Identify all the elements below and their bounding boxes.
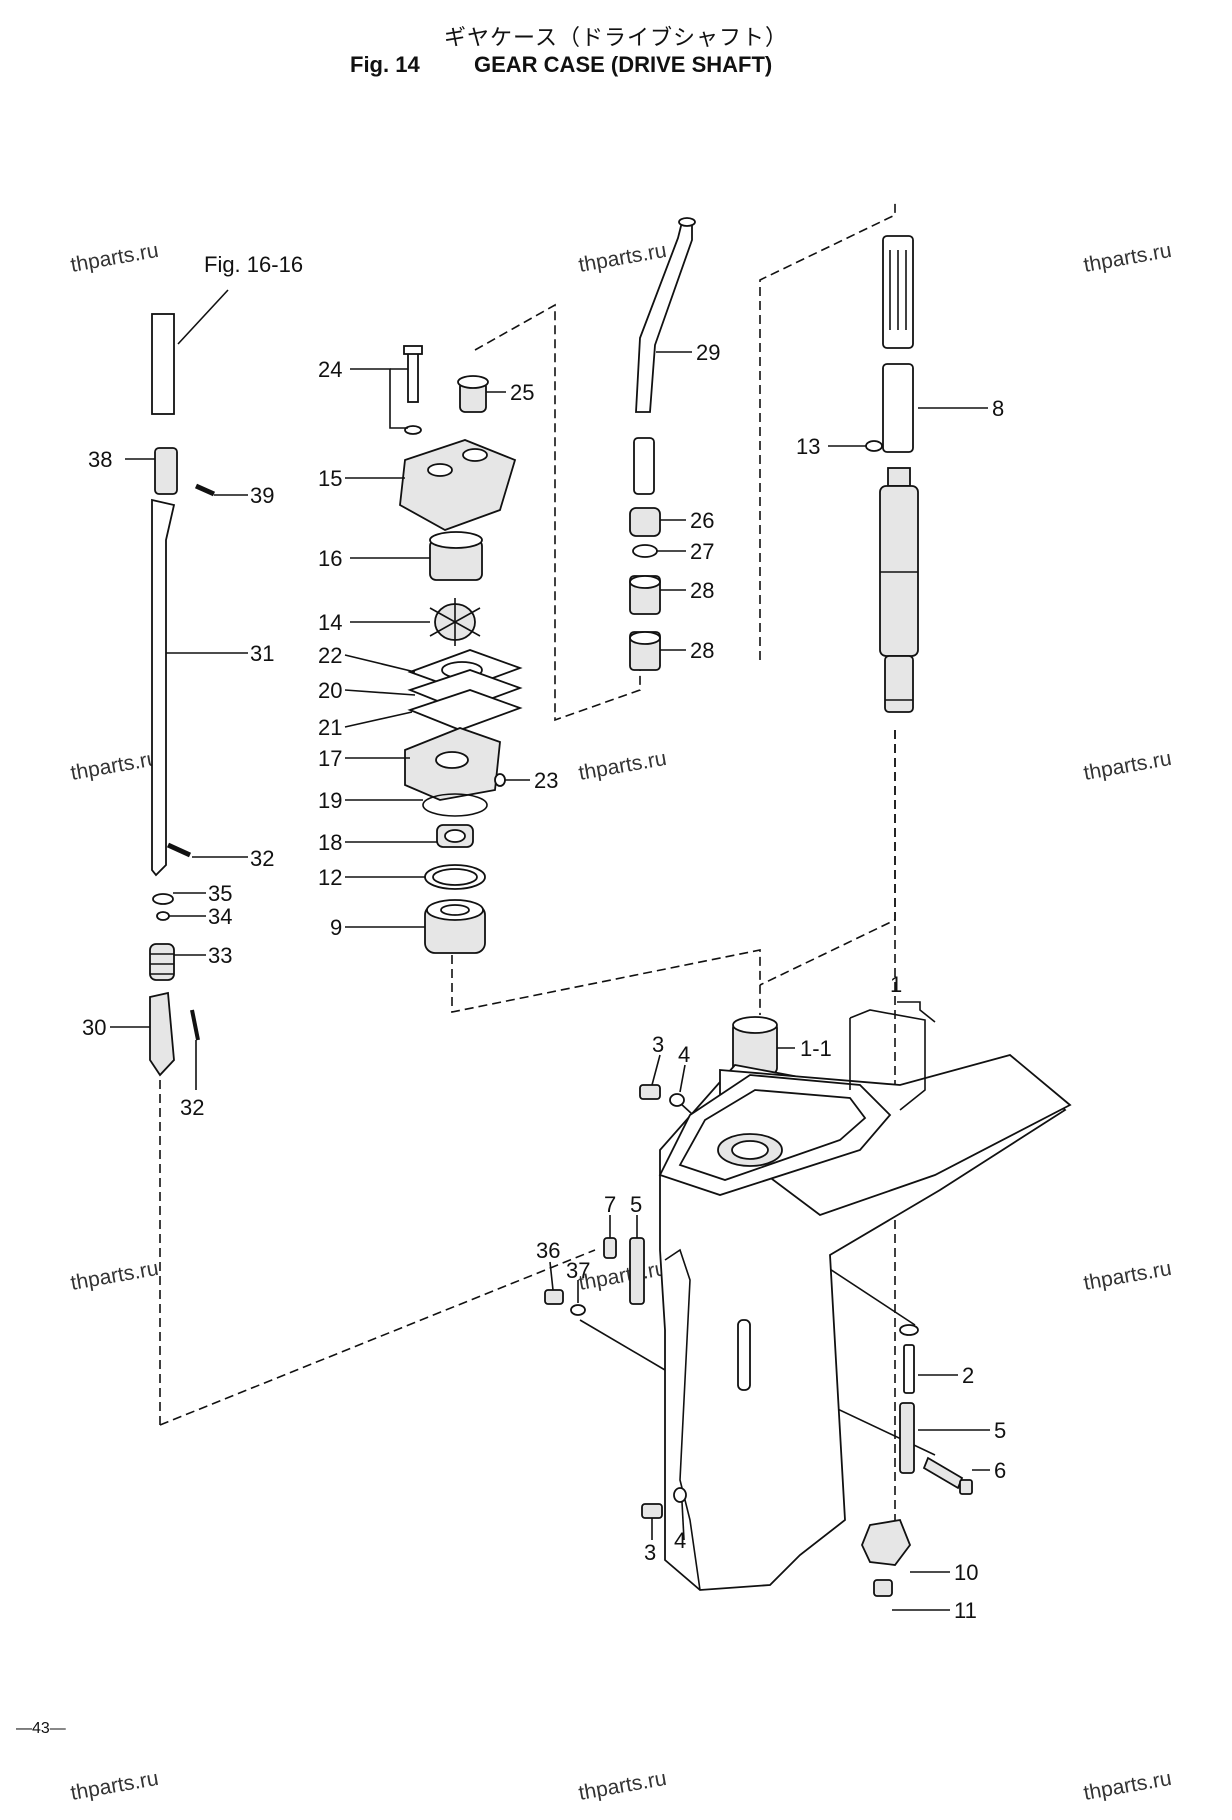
callout-16: 16 bbox=[318, 546, 342, 571]
shift-cam bbox=[149, 991, 175, 1077]
callout-25: 25 bbox=[510, 380, 534, 405]
watermark: thparts.ru bbox=[577, 239, 668, 277]
callout-22: 22 bbox=[318, 643, 342, 668]
shift-rod bbox=[151, 498, 176, 877]
watermark: thparts.ru bbox=[1082, 747, 1173, 785]
watermark: thparts.ru bbox=[577, 1257, 668, 1295]
callout-37: 37 bbox=[566, 1258, 590, 1283]
page-number: —43— bbox=[16, 1720, 66, 1737]
callout-labels: Fig. 16-16 38 39 31 32 35 34 33 30 32 24… bbox=[82, 252, 1006, 1623]
figure-reference: Fig. 16-16 bbox=[204, 252, 303, 277]
callout-5: 5 bbox=[630, 1192, 642, 1217]
callout-32: 32 bbox=[180, 1095, 204, 1120]
drive-shaft-key bbox=[865, 440, 883, 452]
callout-24: 24 bbox=[318, 357, 342, 382]
callout-18: 18 bbox=[318, 830, 342, 855]
callout-7: 7 bbox=[604, 1192, 616, 1217]
watermark: thparts.ru bbox=[1082, 1257, 1173, 1295]
watermark: thparts.ru bbox=[69, 1257, 160, 1295]
callout-12: 12 bbox=[318, 865, 342, 890]
water-pump-assembly bbox=[380, 345, 523, 954]
watermark: thparts.ru bbox=[577, 1767, 668, 1805]
callout-17: 17 bbox=[318, 746, 342, 771]
callout-9: 9 bbox=[330, 915, 342, 940]
watermark: thparts.ru bbox=[69, 239, 160, 277]
pinion-gear bbox=[861, 1518, 912, 1566]
callout-3: 3 bbox=[644, 1540, 656, 1565]
shift-pin bbox=[194, 483, 216, 497]
callout-4: 4 bbox=[674, 1528, 686, 1553]
shift-rod-assembly bbox=[149, 313, 216, 1077]
impeller bbox=[429, 598, 481, 646]
watermark: thparts.ru bbox=[69, 1767, 160, 1805]
figure-title: GEAR CASE (DRIVE SHAFT) bbox=[474, 52, 773, 77]
figure-number: Fig. 14 bbox=[350, 52, 420, 77]
callout-27: 27 bbox=[690, 539, 714, 564]
watermark: thparts.ru bbox=[1082, 239, 1173, 277]
pinion-nut bbox=[873, 1579, 893, 1597]
water-tube-grommet bbox=[629, 507, 661, 537]
callout-19: 19 bbox=[318, 788, 342, 813]
shift-rod-boot bbox=[149, 943, 175, 981]
title-japanese: ギヤケース（ドライブシャフト） bbox=[444, 26, 788, 51]
callout-31: 31 bbox=[250, 641, 274, 666]
callout-33: 33 bbox=[208, 943, 232, 968]
watermark: thparts.ru bbox=[69, 747, 160, 785]
callout-32: 32 bbox=[250, 846, 274, 871]
leader-lines bbox=[110, 289, 990, 1611]
callout-11: 11 bbox=[954, 1598, 977, 1623]
watermark: thparts.ru bbox=[577, 747, 668, 785]
pump-housing bbox=[399, 439, 517, 531]
callout-1-1: 1-1 bbox=[800, 1036, 832, 1061]
gear-case bbox=[544, 1016, 1072, 1597]
water-tube-assembly bbox=[629, 217, 696, 671]
callout-8: 8 bbox=[992, 396, 1004, 421]
callout-1: 1 bbox=[890, 972, 902, 997]
callout-15: 15 bbox=[318, 466, 342, 491]
callout-39: 39 bbox=[250, 483, 274, 508]
watermarks: thparts.ru thparts.ru thparts.ru thparts… bbox=[69, 239, 1173, 1805]
shift-rod-connector bbox=[154, 447, 178, 495]
callout-29: 29 bbox=[696, 340, 720, 365]
drive-shaft bbox=[879, 485, 919, 657]
callout-3: 3 bbox=[652, 1032, 664, 1057]
callout-6: 6 bbox=[994, 1458, 1006, 1483]
callout-13: 13 bbox=[796, 434, 820, 459]
callout-28: 28 bbox=[690, 578, 714, 603]
callout-28: 28 bbox=[690, 638, 714, 663]
callout-34: 34 bbox=[208, 904, 232, 929]
callout-26: 26 bbox=[690, 508, 714, 533]
callout-38: 38 bbox=[88, 447, 112, 472]
water-tube bbox=[635, 221, 693, 413]
callout-14: 14 bbox=[318, 610, 342, 635]
pump-bolt bbox=[407, 349, 419, 403]
callout-2: 2 bbox=[962, 1363, 974, 1388]
anode bbox=[629, 1237, 645, 1305]
callout-36: 36 bbox=[536, 1238, 560, 1263]
callout-4: 4 bbox=[678, 1042, 690, 1067]
callout-23: 23 bbox=[534, 768, 558, 793]
upper-shift-rod bbox=[151, 313, 175, 415]
anode bbox=[899, 1402, 915, 1474]
callout-30: 30 bbox=[82, 1015, 106, 1040]
drive-shaft-assembly bbox=[865, 235, 919, 713]
callout-35: 35 bbox=[208, 881, 232, 906]
callout-20: 20 bbox=[318, 678, 342, 703]
callout-21: 21 bbox=[318, 715, 342, 740]
callout-10: 10 bbox=[954, 1560, 978, 1585]
watermark: thparts.ru bbox=[1082, 1767, 1173, 1805]
callout-5: 5 bbox=[994, 1418, 1006, 1443]
